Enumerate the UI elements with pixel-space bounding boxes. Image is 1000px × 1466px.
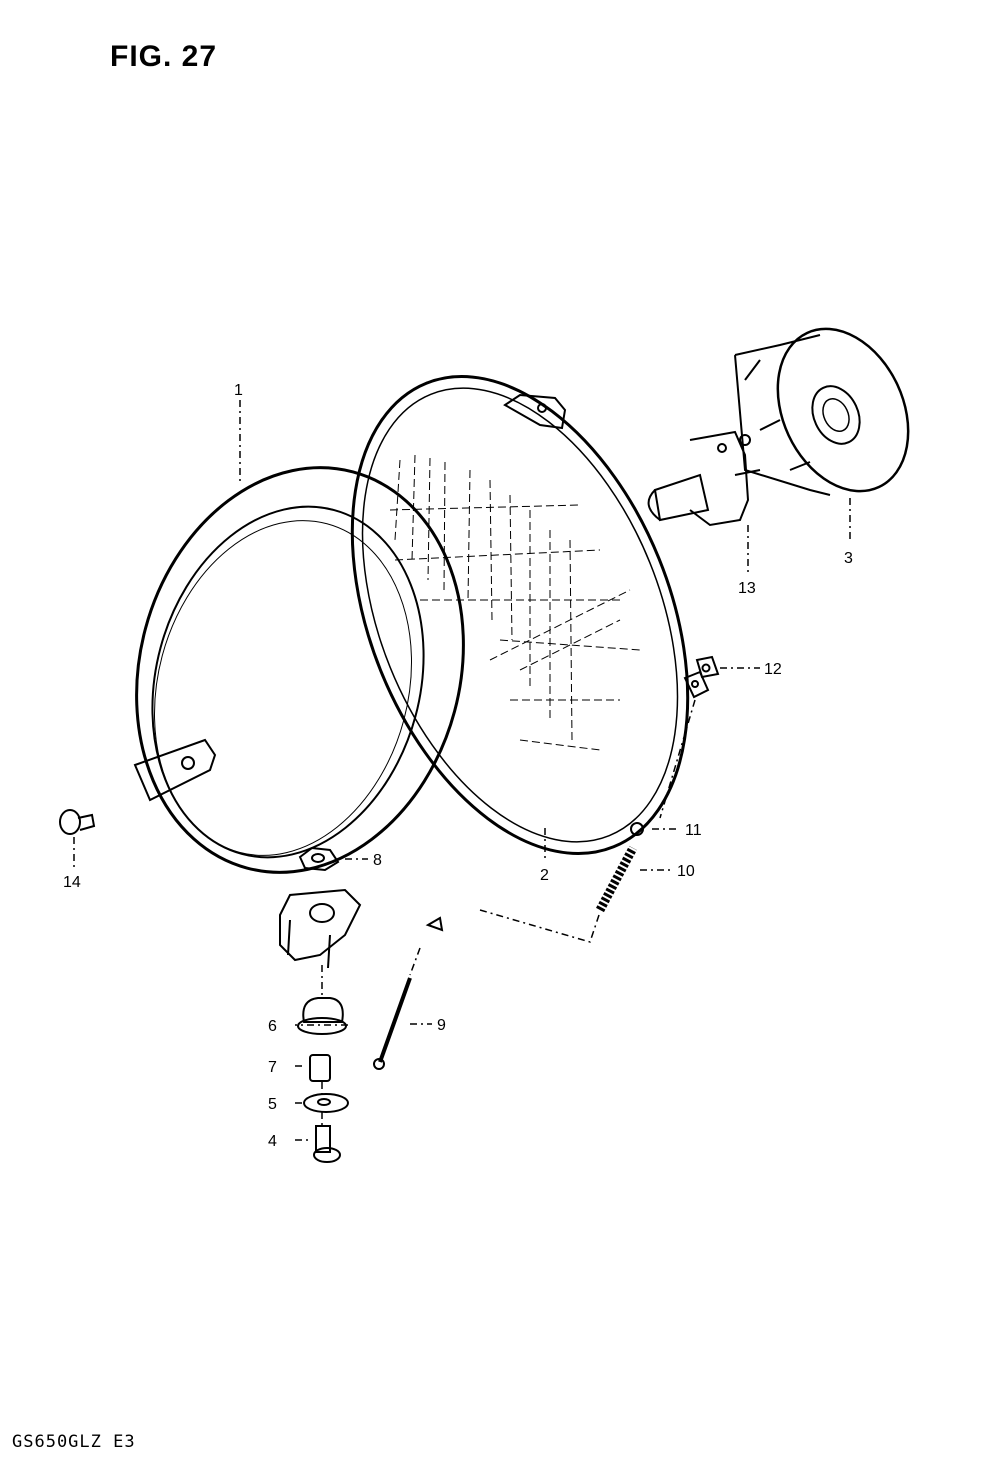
callout-6: 6 xyxy=(268,1018,277,1035)
part-bulb xyxy=(647,430,761,527)
callout-12: 12 xyxy=(764,661,782,678)
callout-1: 1 xyxy=(234,382,243,399)
part-12-nut xyxy=(695,655,720,679)
part-5-washer xyxy=(303,1093,349,1113)
part-10-spring xyxy=(596,845,637,913)
part-8-nut xyxy=(298,846,340,872)
part-9-screw xyxy=(373,977,412,1070)
part-11-nut xyxy=(630,822,644,836)
callout-13: 13 xyxy=(738,580,756,597)
callout-8: 8 xyxy=(373,852,382,869)
part-socket-cover xyxy=(734,327,910,496)
callout-labels: 1 2 3 4 5 6 7 8 9 10 11 12 13 14 xyxy=(63,382,853,1150)
callout-11: 11 xyxy=(685,822,702,839)
callout-7: 7 xyxy=(268,1059,277,1076)
part-14-clip xyxy=(59,809,96,835)
part-4-bolt xyxy=(313,1125,341,1163)
part-6-grommet xyxy=(297,997,347,1035)
leader-lines xyxy=(73,400,851,1141)
part-headlight-rim xyxy=(133,466,465,969)
model-code: GS650GLZ E3 xyxy=(12,1432,136,1452)
callout-14: 14 xyxy=(63,874,81,891)
part-7-collar xyxy=(309,1054,331,1082)
callout-3: 3 xyxy=(844,550,853,567)
callout-5: 5 xyxy=(268,1096,277,1113)
callout-4: 4 xyxy=(268,1133,277,1150)
callout-9: 9 xyxy=(437,1017,446,1034)
part-lens-unit xyxy=(350,374,710,856)
callout-10: 10 xyxy=(677,863,695,880)
figure-title: FIG. 27 xyxy=(110,40,218,73)
callout-2: 2 xyxy=(540,867,549,884)
